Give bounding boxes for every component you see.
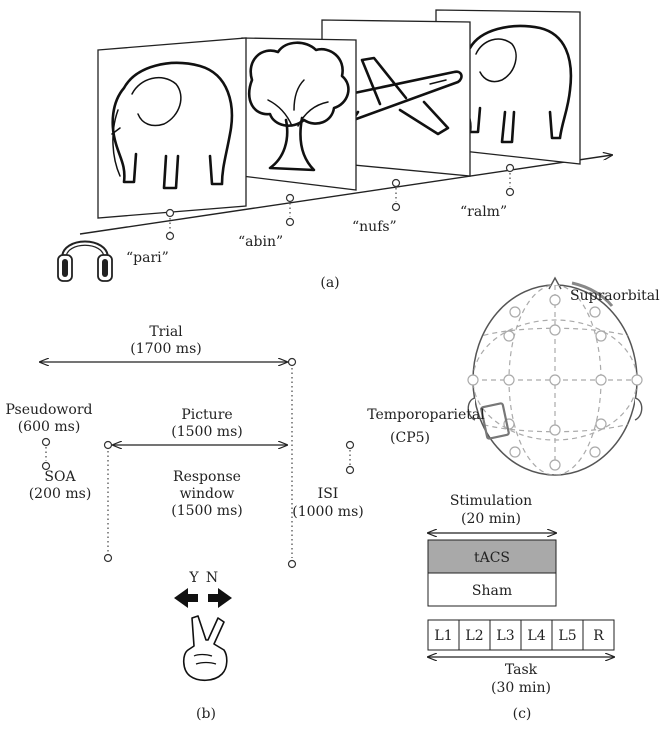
tacs-box (427, 539, 557, 574)
tacs-label: tACS (474, 550, 510, 566)
panel-a-label: (a) (320, 275, 339, 291)
tree-icon (247, 41, 350, 172)
soa-duration: (200 ms) (29, 486, 92, 502)
cp5-label: (CP5) (390, 430, 430, 446)
right-ear-icon (634, 397, 643, 421)
temporoparietal-label: Temporoparietal (367, 407, 485, 423)
isi-duration: (1000 ms) (292, 504, 363, 520)
headphones-icon (57, 240, 113, 282)
block-l1: L1 (434, 628, 452, 644)
electrode-grid (467, 294, 643, 471)
timeline-axis (79, 155, 612, 235)
isi-label: ISI (318, 486, 339, 502)
panel-b: Trial (1700 ms) Pseudoword (600 ms) SOA … (6, 324, 364, 722)
response-label-2: window (180, 486, 235, 502)
right-arrow-icon (208, 588, 232, 608)
stimulation-label: Stimulation (450, 493, 532, 509)
picture-duration: (1500 ms) (171, 424, 242, 440)
left-ear-icon (467, 397, 476, 421)
panel-c: Supraorbital Temporoparietal (CP5) Stimu… (367, 276, 660, 722)
temporoparietal-electrode (480, 402, 510, 440)
v-hand-icon (182, 615, 228, 682)
picture-card-4 (435, 9, 581, 165)
sham-box (427, 572, 557, 607)
task-duration: (30 min) (491, 680, 551, 696)
supraorbital-label: Supraorbital (570, 288, 660, 304)
panel-b-label: (b) (196, 706, 216, 722)
pseudoword-duration: (600 ms) (18, 419, 81, 435)
picture-card-1 (97, 37, 247, 219)
block-l5: L5 (558, 628, 576, 644)
supraorbital-electrode (571, 281, 614, 307)
trial-label: Trial (149, 324, 183, 340)
pseudoword-2: “abin” (238, 234, 283, 250)
block-l4: L4 (527, 628, 545, 644)
stimulation-duration: (20 min) (461, 511, 521, 527)
pseudoword-4: “ralm” (460, 204, 507, 220)
no-label: N (206, 570, 218, 586)
panel-c-label: (c) (513, 706, 532, 722)
response-duration: (1500 ms) (171, 503, 242, 519)
block-r: R (593, 628, 604, 644)
pseudoword-label: Pseudoword (6, 402, 93, 418)
elephant-icon (111, 61, 234, 190)
pseudoword-3: “nufs” (352, 219, 397, 235)
task-blocks: L1 L2 L3 L4 L5 R (427, 619, 615, 651)
sham-label: Sham (472, 583, 512, 599)
panel-a: “pari” “abin” “nufs” “ralm” (a) (57, 9, 612, 291)
yes-label: Y (188, 570, 199, 586)
stimulus-markers (165, 163, 515, 241)
trial-duration: (1700 ms) (130, 341, 201, 357)
block-l3: L3 (496, 628, 514, 644)
left-arrow-icon (174, 588, 198, 608)
picture-label: Picture (181, 407, 232, 423)
head-diagram (467, 276, 643, 476)
response-label: Response (173, 469, 241, 485)
pseudoword-1: “pari” (126, 250, 169, 266)
block-l2: L2 (465, 628, 483, 644)
picture-card-2 (241, 37, 357, 191)
soa-label: SOA (44, 469, 76, 485)
task-label: Task (505, 662, 538, 678)
